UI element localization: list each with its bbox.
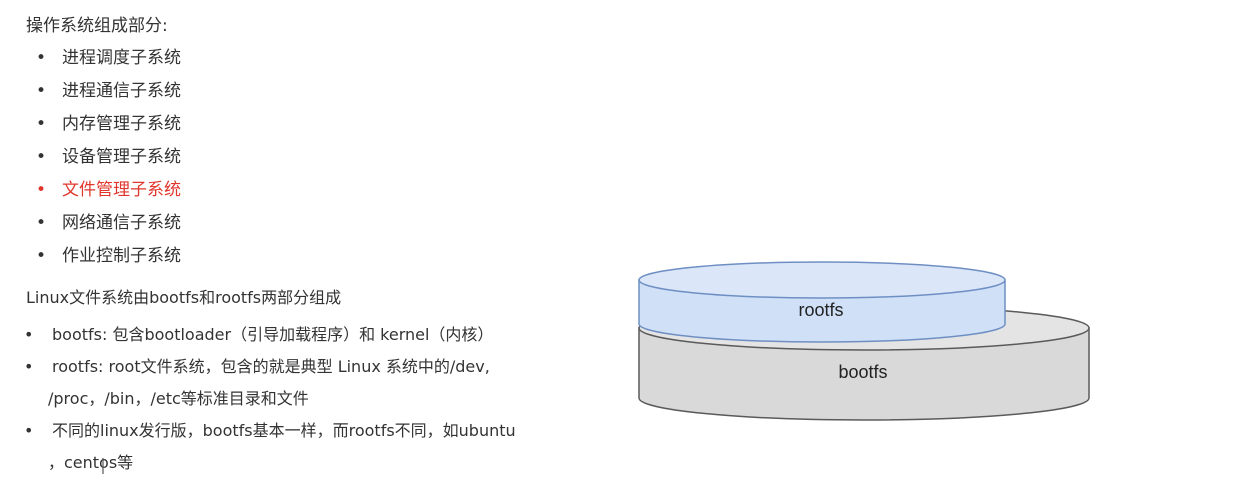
rootfs-label: rootfs [798, 300, 843, 320]
list-item: • 内存管理子系统 [36, 112, 181, 145]
list-item-label: 网络通信子系统 [62, 213, 181, 233]
list-item-label: 进程调度子系统 [62, 48, 181, 68]
list-item-label: 内存管理子系统 [62, 114, 181, 134]
list-item: • 作业控制子系统 [36, 244, 181, 277]
list-item: • bootfs: 包含bootloader（引导加载程序）和 kernel（内核… [24, 319, 614, 351]
rootfs-cylinder-top [638, 261, 1006, 299]
list-item-continuation: ，centos等 [48, 453, 134, 472]
list-item-text: 不同的linux发行版，bootfs基本一样，而rootfs不同，如ubuntu [52, 421, 516, 440]
linux-fs-list: • bootfs: 包含bootloader（引导加载程序）和 kernel（内核… [24, 319, 614, 479]
bootfs-cylinder-body [638, 327, 1090, 421]
bullet-icon: • [36, 81, 47, 101]
bullet-icon: • [36, 213, 47, 233]
list-item: • 网络通信子系统 [36, 211, 181, 244]
bullet-icon: • [24, 357, 34, 376]
bullet-icon: • [36, 147, 47, 167]
list-item: • 进程调度子系统 [36, 46, 181, 79]
os-components-list: • 进程调度子系统 • 进程通信子系统 • 内存管理子系统 • 设备管理子系统 • 文件管… [36, 46, 181, 277]
rootfs-layer: rootfs [638, 261, 1006, 343]
list-item-label: 进程通信子系统 [62, 81, 181, 101]
bullet-icon: • [36, 246, 47, 266]
list-item-text: rootfs: root文件系统，包含的就是典型 Linux 系统中的/dev, [52, 357, 490, 376]
bootfs-label: bootfs [838, 362, 887, 382]
list-item: • 设备管理子系统 [36, 145, 181, 178]
list-item-continuation: /proc，/bin，/etc等标准目录和文件 [48, 389, 309, 408]
list-item-label: 文件管理子系统 [62, 180, 181, 200]
text-cursor-icon [102, 458, 104, 474]
text-panel: 操作系统组成部分: • 进程调度子系统 • 进程通信子系统 • 内存管理子系统 • 设备… [0, 0, 620, 500]
filesystem-layer-diagram: bootfs rootfs [638, 261, 1090, 421]
list-item-text: bootfs: 包含bootloader（引导加载程序）和 kernel（内核） [52, 325, 494, 344]
linux-fs-title: Linux文件系统由bootfs和rootfs两部分组成 [26, 288, 342, 307]
bullet-icon: • [36, 114, 47, 134]
list-item: • rootfs: root文件系统，包含的就是典型 Linux 系统中的/dev… [24, 351, 614, 415]
bullet-icon: • [24, 325, 34, 344]
bullet-icon: • [36, 180, 47, 200]
bullet-icon: • [24, 421, 34, 440]
list-item-highlighted: • 文件管理子系统 [36, 178, 181, 211]
list-item-label: 设备管理子系统 [62, 147, 181, 167]
list-item-label: 作业控制子系统 [62, 246, 181, 266]
list-item: • 进程通信子系统 [36, 79, 181, 112]
os-components-heading: 操作系统组成部分: [26, 16, 168, 36]
list-item: • 不同的linux发行版，bootfs基本一样，而rootfs不同，如ubunt… [24, 415, 614, 479]
bullet-icon: • [36, 48, 47, 68]
